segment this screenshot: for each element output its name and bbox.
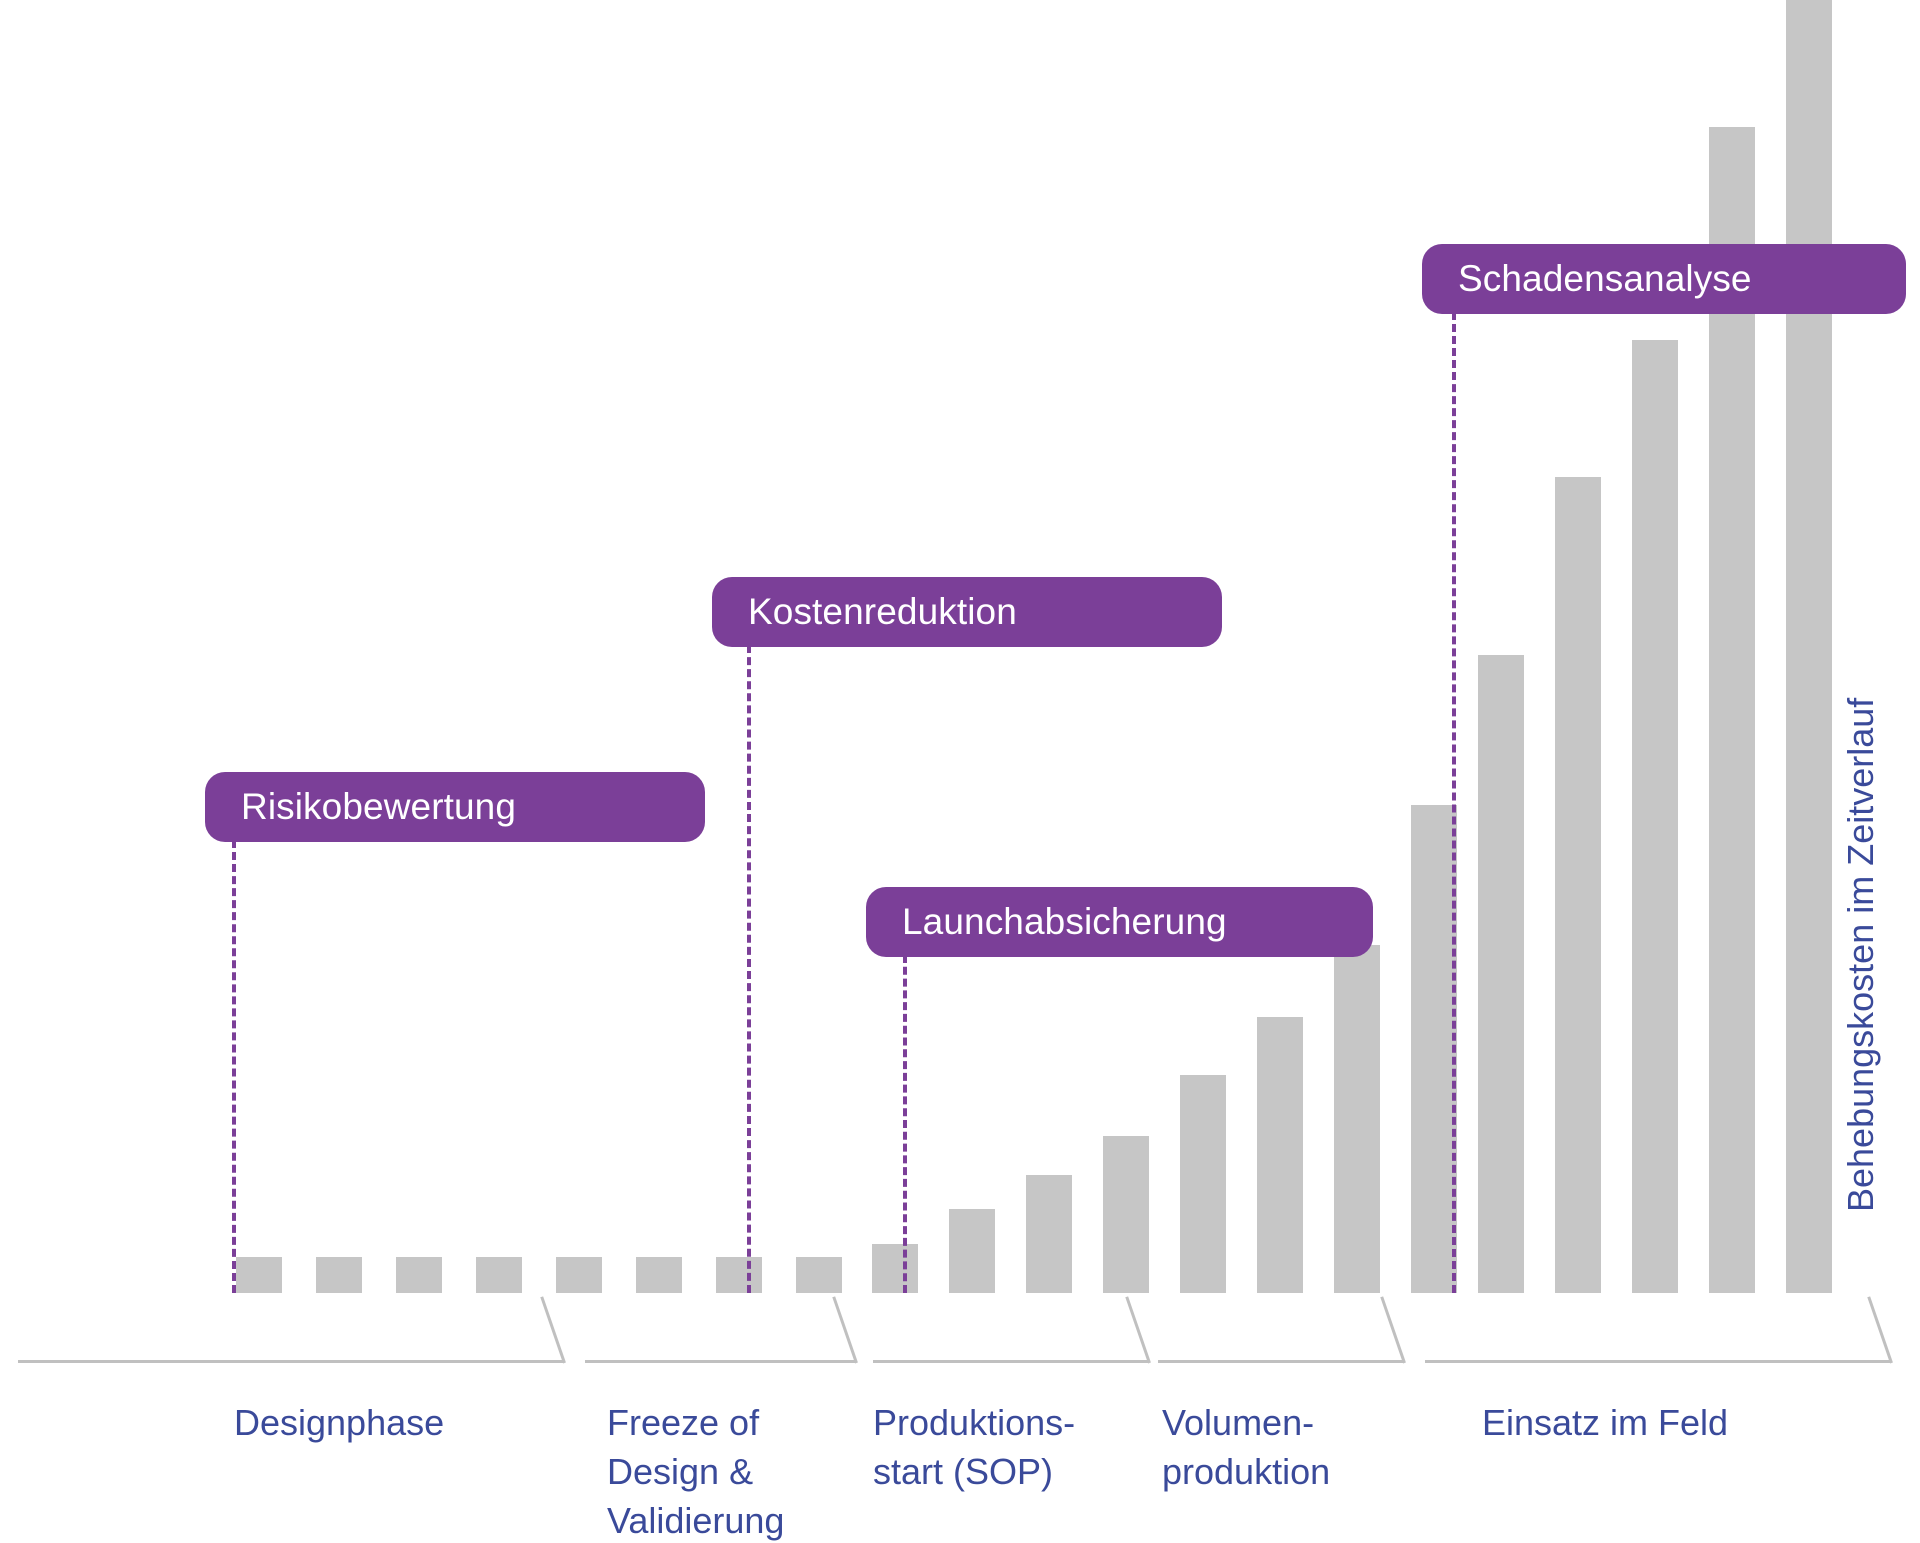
annotation-connector-line (232, 840, 236, 1293)
callout-pill-label: Kostenreduktion (748, 591, 1017, 632)
bar (556, 1257, 602, 1293)
annotation-connector-line (903, 955, 907, 1293)
bar (1478, 655, 1524, 1293)
callout-pill-label: Schadensanalyse (1458, 258, 1752, 299)
bar (1555, 477, 1601, 1293)
phase-bracket (873, 1293, 1188, 1364)
bar (636, 1257, 682, 1293)
phase-bracket (18, 1293, 603, 1364)
callout-pill-label: Risikobewertung (241, 786, 517, 827)
callout-pill-launchabsicherung[interactable]: Launchabsicherung (866, 887, 1373, 957)
phase-bracket-baseline (1425, 1360, 1890, 1363)
callout-pill-risikobewertung[interactable]: Risikobewertung (205, 772, 705, 842)
phase-bracket-baseline (873, 1360, 1148, 1363)
phase-bracket-riser (540, 1296, 566, 1364)
bar (1709, 127, 1755, 1293)
bar (396, 1257, 442, 1293)
phase-bracket (1425, 1293, 1920, 1364)
bar (796, 1257, 842, 1293)
bar (872, 1244, 918, 1293)
phase-bracket-riser (1867, 1296, 1893, 1364)
phase-bracket (585, 1293, 895, 1364)
callout-pill-kostenreduktion[interactable]: Kostenreduktion (712, 577, 1222, 647)
phase-bracket-riser (1125, 1296, 1151, 1364)
bar (236, 1257, 282, 1293)
phase-label-2: Freeze of Design & Validierung (607, 1402, 785, 1541)
bar (716, 1257, 762, 1293)
bar (1026, 1175, 1072, 1293)
phase-label-3: Produktions- start (SOP) (873, 1402, 1076, 1492)
phase-bracket-riser (832, 1296, 858, 1364)
bar (1632, 340, 1678, 1293)
bar (1411, 805, 1457, 1293)
bar (1257, 1017, 1303, 1293)
bar (1103, 1136, 1149, 1293)
phase-bracket (1158, 1293, 1443, 1364)
bar (1786, 0, 1832, 1293)
phase-bracket-baseline (1158, 1360, 1403, 1363)
bar (316, 1257, 362, 1293)
phase-label-4: Volumen- produktion (1162, 1402, 1331, 1492)
annotation-connector-line (747, 645, 751, 1293)
bar (1180, 1075, 1226, 1293)
phase-bracket-baseline (585, 1360, 855, 1363)
y-axis-label: Behebungskosten im Zeitverlauf (1840, 697, 1881, 1212)
phase-label-5: Einsatz im Feld (1482, 1402, 1729, 1443)
phase-bracket-riser (1380, 1296, 1406, 1364)
bar (949, 1209, 995, 1293)
bar (476, 1257, 522, 1293)
phase-bracket-baseline (18, 1360, 563, 1363)
callout-pill-label: Launchabsicherung (902, 901, 1227, 942)
callout-pill-schadensanalyse[interactable]: Schadensanalyse (1422, 244, 1906, 314)
annotation-connector-line (1452, 312, 1456, 1293)
phase-label-1: Designphase (234, 1402, 445, 1443)
bar (1334, 945, 1380, 1293)
